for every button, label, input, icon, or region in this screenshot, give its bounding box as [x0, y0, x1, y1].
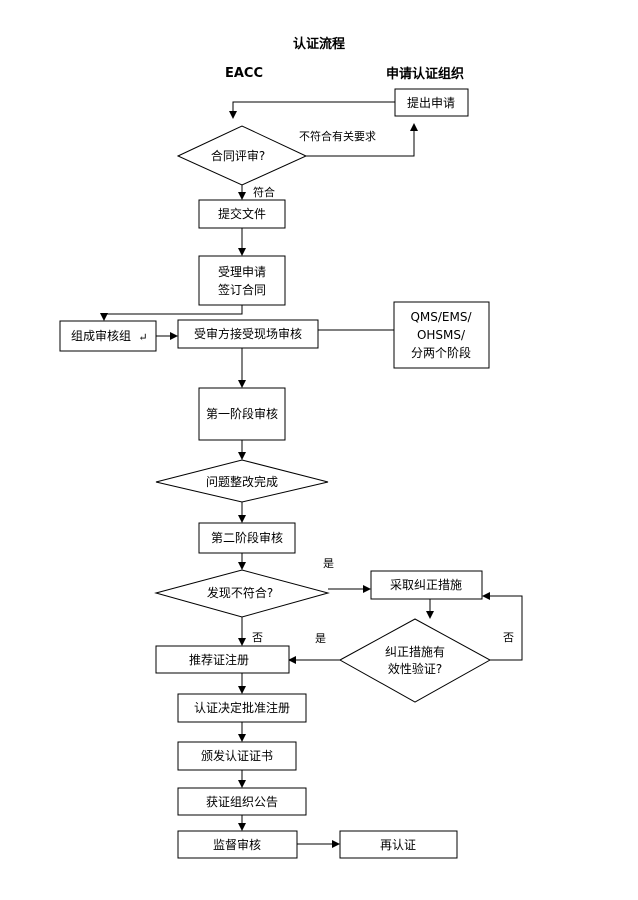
node-form-team: 组成审核组 ↵	[59, 320, 157, 352]
connectors	[100, 101, 523, 848]
header-eacc: EACC	[225, 66, 263, 81]
node-surveillance-audit: 监督审核	[177, 830, 298, 859]
edge-label-no-right: 否	[503, 631, 514, 644]
svg-text:第二阶段审核: 第二阶段审核	[211, 530, 283, 545]
svg-text:受理申请: 受理申请	[218, 265, 266, 279]
svg-text:QMS/EMS/: QMS/EMS/	[410, 310, 472, 324]
svg-text:分两个阶段: 分两个阶段	[411, 345, 471, 360]
svg-text:推荐证注册: 推荐证注册	[189, 652, 249, 667]
node-accept-contract: 受理申请 签订合同	[198, 255, 286, 306]
node-issue-certificate: 颁发认证证书	[177, 741, 297, 771]
node-stage1-audit: 第一阶段审核	[198, 387, 286, 441]
node-announce: 获证组织公告	[177, 787, 307, 816]
node-stage2-audit: 第二阶段审核	[198, 522, 296, 554]
svg-text:效性验证?: 效性验证?	[388, 661, 442, 676]
return-mark-icon: ↵	[138, 331, 147, 344]
node-standards-note: QMS/EMS/ OHSMS/ 分两个阶段	[393, 301, 490, 369]
node-approve-registration: 认证决定批准注册	[177, 693, 307, 723]
svg-text:问题整改完成: 问题整改完成	[206, 474, 278, 489]
node-rectify-done: 问题整改完成	[155, 459, 329, 503]
svg-text:再认证: 再认证	[380, 838, 416, 852]
node-apply: 提出申请	[394, 88, 469, 117]
svg-text:组成审核组: 组成审核组	[71, 328, 131, 343]
svg-text:颁发认证证书: 颁发认证证书	[201, 748, 273, 763]
edge-label-no-left: 否	[252, 631, 263, 644]
svg-text:合同评审?: 合同评审?	[211, 148, 265, 163]
svg-text:纠正措施有: 纠正措施有	[385, 645, 445, 659]
edge-label-not-meet: 不符合有关要求	[299, 129, 376, 143]
svg-text:OHSMS/: OHSMS/	[417, 328, 466, 342]
svg-text:认证决定批准注册: 认证决定批准注册	[194, 700, 290, 715]
node-contract-review: 合同评审?	[176, 125, 308, 186]
svg-text:监督审核: 监督审核	[213, 837, 261, 852]
edge-label-meet: 符合	[253, 185, 275, 199]
node-corrective-action: 采取纠正措施	[370, 570, 483, 600]
header-applicant: 申请认证组织	[386, 66, 464, 82]
svg-text:提出申请: 提出申请	[407, 95, 455, 110]
svg-text:获证组织公告: 获证组织公告	[206, 795, 278, 809]
edge-label-yes-mid: 是	[315, 632, 326, 645]
svg-text:签订合同: 签订合同	[218, 282, 266, 297]
node-recommend-registration: 推荐证注册	[155, 645, 290, 674]
node-recertification: 再认证	[339, 830, 458, 859]
svg-text:采取纠正措施: 采取纠正措施	[390, 578, 462, 592]
svg-text:提交文件: 提交文件	[218, 206, 266, 221]
svg-text:受审方接受现场审核: 受审方接受现场审核	[194, 326, 302, 341]
edge-label-yes-top: 是	[323, 557, 334, 570]
page-title: 认证流程	[293, 36, 345, 52]
node-find-nonconformity: 发现不符合?	[154, 569, 330, 618]
node-verify-effectiveness: 纠正措施有 效性验证?	[338, 618, 492, 703]
svg-text:第一阶段审核: 第一阶段审核	[206, 406, 278, 421]
svg-text:发现不符合?: 发现不符合?	[207, 585, 273, 600]
node-onsite-audit: 受审方接受现场审核	[177, 319, 319, 349]
node-submit-docs: 提交文件	[198, 199, 286, 229]
